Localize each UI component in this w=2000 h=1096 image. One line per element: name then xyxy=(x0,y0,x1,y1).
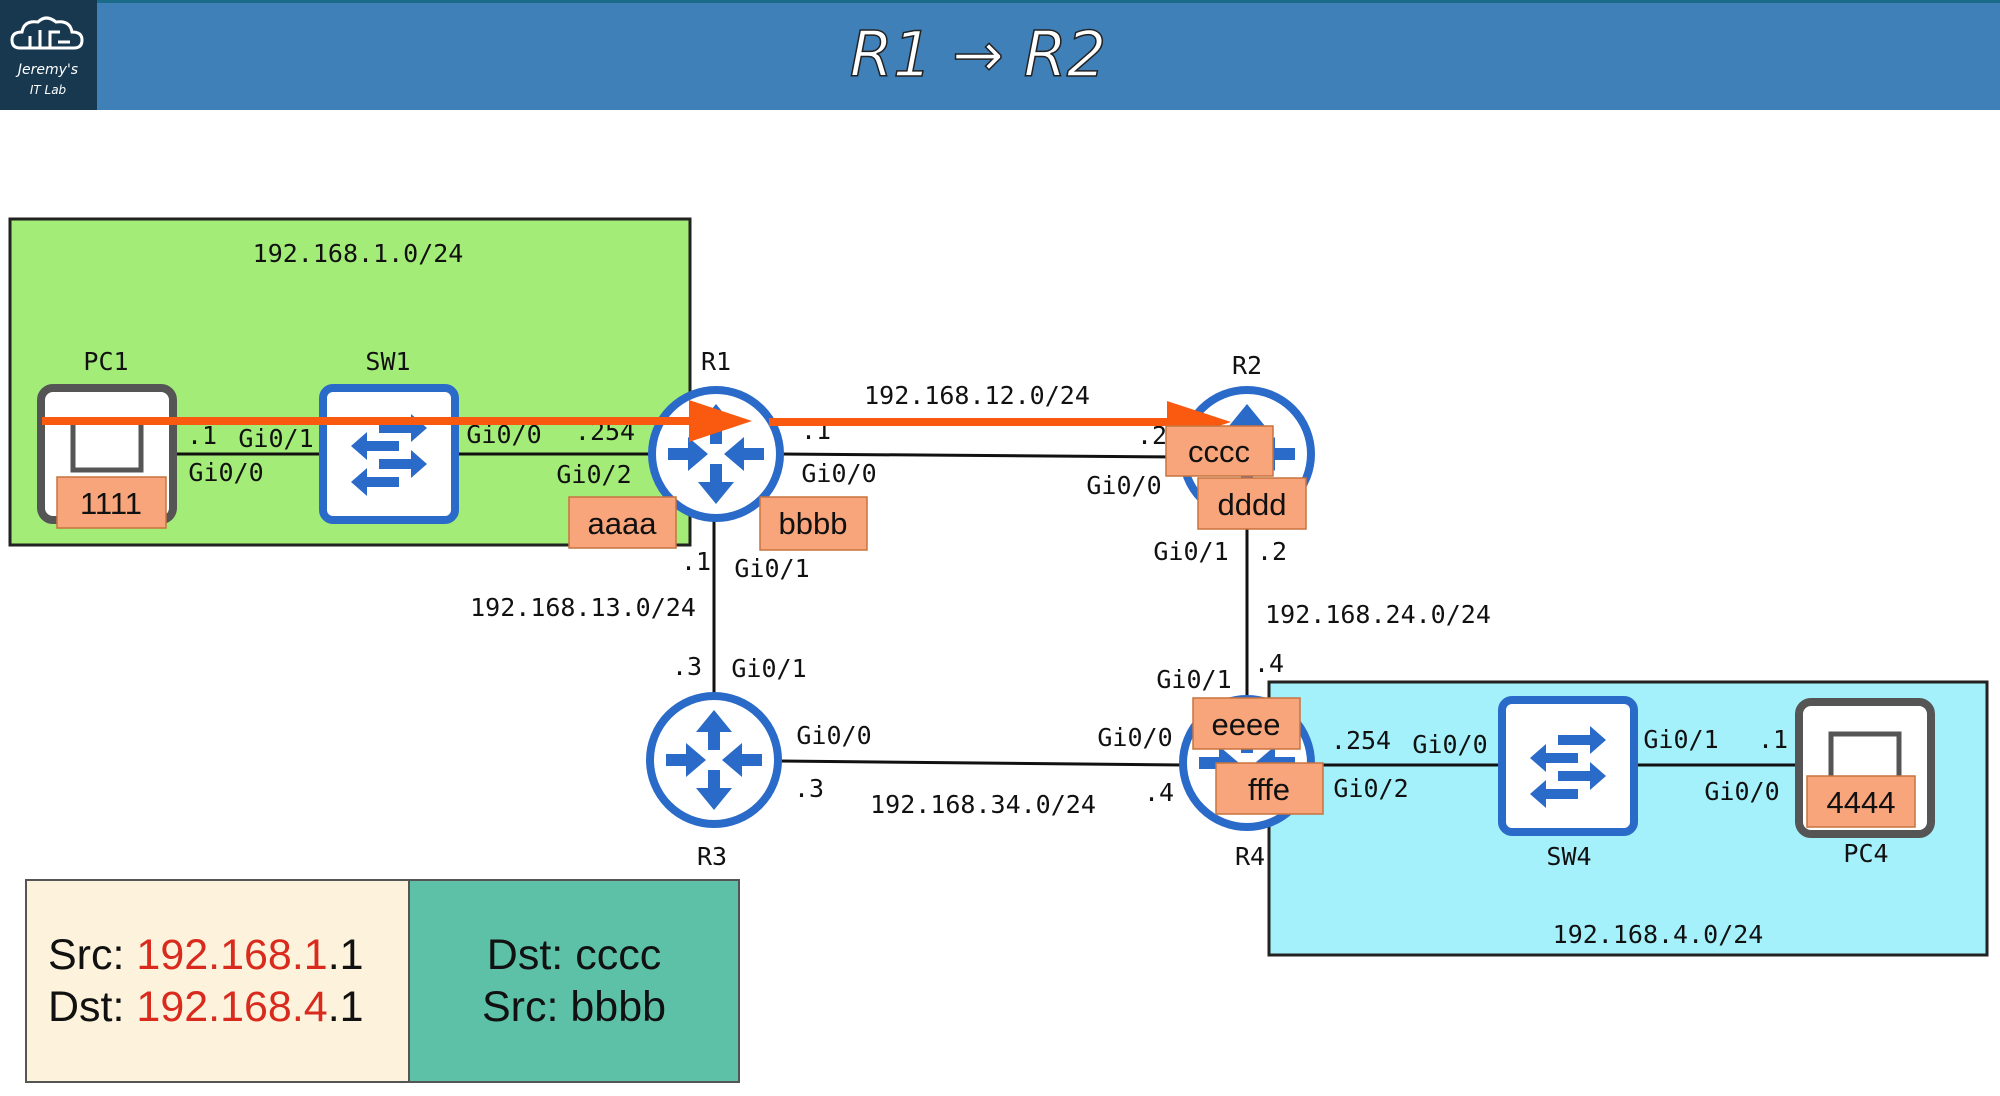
logo: Jeremy's IT Lab xyxy=(0,0,97,110)
l3-header-box xyxy=(25,879,410,1083)
r3-r4-subnet-label: 192.168.34.0/24 xyxy=(870,790,1096,819)
interface-label: Gi0/2 xyxy=(1333,774,1408,803)
interface-label: .3 xyxy=(672,652,702,681)
r3-router-icon[interactable] xyxy=(650,696,778,824)
r2-label: R2 xyxy=(1232,351,1262,380)
interface-label: Gi0/1 xyxy=(238,424,313,453)
l2-src: Src: bbbb xyxy=(482,983,666,1031)
r1-r2-subnet-label: 192.168.12.0/24 xyxy=(864,381,1090,410)
interface-label: .2 xyxy=(1257,537,1287,566)
mac-label-r1-gi00: bbbb xyxy=(779,506,848,541)
l3-src-host: .1 xyxy=(328,931,364,979)
packet-headers: Src: 192.168.1.1 Dst: 192.168.4.1 Dst: c… xyxy=(25,879,740,1083)
interface-label: .4 xyxy=(1144,778,1174,807)
sw4-switch-icon[interactable] xyxy=(1502,700,1634,832)
r3-label: R3 xyxy=(697,842,727,871)
interface-label: .1 xyxy=(1758,725,1788,754)
interface-label: Gi0/0 xyxy=(1412,730,1487,759)
interface-label: Gi0/2 xyxy=(556,460,631,489)
interface-label: .1 xyxy=(187,421,217,450)
slide-title: R1 → R2 xyxy=(850,18,1106,91)
link-r1-r2 xyxy=(779,452,1184,459)
mac-label-r2-gi01: dddd xyxy=(1218,487,1287,522)
lan4-subnet-label: 192.168.4.0/24 xyxy=(1553,920,1764,949)
pc4-label: PC4 xyxy=(1843,839,1888,868)
header-top-border xyxy=(0,0,2000,3)
sw4-label: SW4 xyxy=(1546,842,1591,871)
l3-dst-network: 192.168.4 xyxy=(136,983,327,1031)
r1-label: R1 xyxy=(701,347,731,376)
l3-src-label: Src: xyxy=(48,931,136,979)
lan1-subnet-label: 192.168.1.0/24 xyxy=(253,239,464,268)
interface-label: Gi0/1 xyxy=(1156,665,1231,694)
mac-label-pc4: 4444 xyxy=(1827,785,1896,820)
l3-dst-label: Dst: xyxy=(48,983,136,1031)
interface-label: Gi0/0 xyxy=(801,459,876,488)
interface-label: Gi0/1 xyxy=(1153,537,1228,566)
interface-label: Gi0/0 xyxy=(1704,777,1779,806)
mac-label-r1-gi02: aaaa xyxy=(588,506,658,541)
mac-label-r4-gi02: fffe xyxy=(1248,772,1290,807)
interface-label: .4 xyxy=(1254,649,1284,678)
mac-label-r4-gi01: eeee xyxy=(1212,707,1281,742)
l3-src: Src: 192.168.1.1 xyxy=(48,931,364,979)
pc1-label: PC1 xyxy=(83,347,128,376)
interface-label: Gi0/0 xyxy=(1097,723,1172,752)
arrow-head-icon xyxy=(689,400,752,442)
r4-label: R4 xyxy=(1235,842,1265,871)
interface-label: Gi0/0 xyxy=(1086,471,1161,500)
sw1-label: SW1 xyxy=(365,347,410,376)
sw1-switch-icon[interactable] xyxy=(323,388,455,520)
r1-r3-subnet-label: 192.168.13.0/24 xyxy=(470,593,696,622)
interface-label: Gi0/1 xyxy=(731,654,806,683)
mac-label-r2-gi00: cccc xyxy=(1188,434,1250,469)
interface-label: Gi0/0 xyxy=(796,721,871,750)
l2-dst: Dst: cccc xyxy=(487,931,661,979)
interface-label: .254 xyxy=(1331,726,1391,755)
header-bar xyxy=(0,0,2000,110)
l3-dst: Dst: 192.168.4.1 xyxy=(48,983,364,1031)
logo-text: Jeremy's xyxy=(15,62,78,78)
logo-subtext: IT Lab xyxy=(30,83,67,97)
l3-src-network: 192.168.1 xyxy=(136,931,327,979)
mac-labels: 1111 aaaa bbbb cccc dddd eeee fffe 4444 xyxy=(56,425,1916,828)
link-r3-r4 xyxy=(779,759,1184,767)
mac-label-pc1: 1111 xyxy=(80,486,142,521)
interface-label: .1 xyxy=(681,547,711,576)
l2-header-box xyxy=(408,879,740,1083)
interface-label: Gi0/0 xyxy=(188,458,263,487)
cloud-circuit-icon xyxy=(10,16,84,50)
interface-label: Gi0/1 xyxy=(1643,725,1718,754)
interface-label: Gi0/1 xyxy=(734,554,809,583)
l3-dst-host: .1 xyxy=(328,983,364,1031)
r2-r4-subnet-label: 192.168.24.0/24 xyxy=(1265,600,1491,629)
interface-labels: .1 Gi0/1 Gi0/0 Gi0/0 .254 Gi0/2 .1 Gi0/0… xyxy=(187,416,1788,807)
interface-label: .3 xyxy=(794,774,824,803)
